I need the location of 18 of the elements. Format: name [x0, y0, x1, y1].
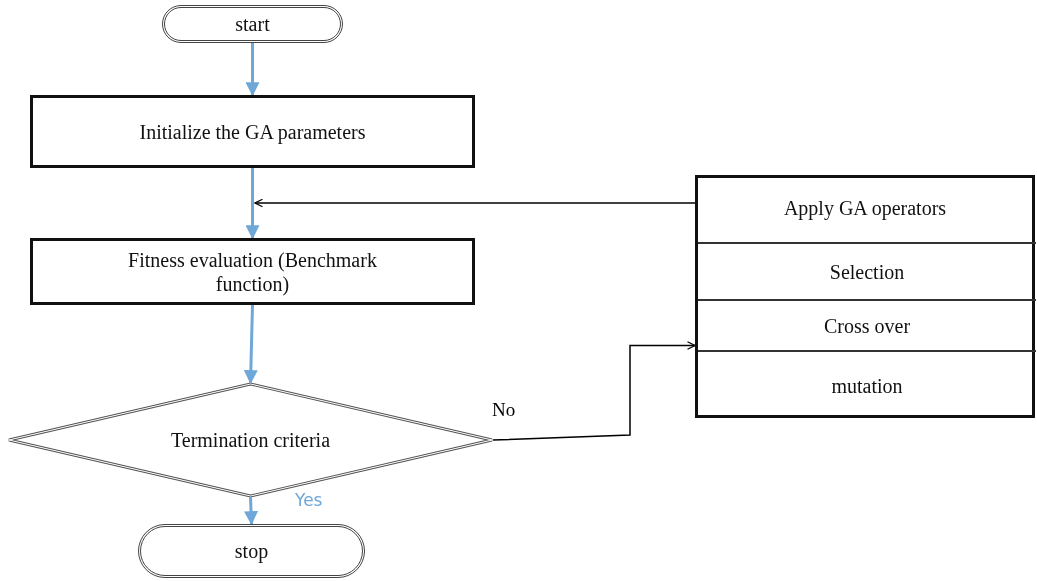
node-label: Selection — [828, 259, 906, 284]
node-label: Termination criteria — [169, 428, 332, 452]
process-box — [30, 238, 475, 305]
node-label: Initialize the GA parameters — [138, 119, 367, 144]
arrow — [243, 304, 258, 385]
node-label: Cross over — [822, 313, 912, 338]
node-label: start — [234, 12, 271, 36]
arrow — [245, 168, 260, 240]
node-label: Fitness evaluation (Benchmark function) — [127, 247, 378, 296]
operators-panel — [695, 175, 1035, 418]
node-label: stop — [233, 539, 270, 563]
panel-heading: Apply GA operators — [782, 196, 948, 220]
arrow — [245, 43, 260, 97]
arrow — [254, 198, 696, 208]
arrow — [492, 341, 696, 441]
node-label: mutation — [830, 373, 904, 398]
arrow — [244, 496, 258, 526]
process-box — [30, 95, 475, 168]
